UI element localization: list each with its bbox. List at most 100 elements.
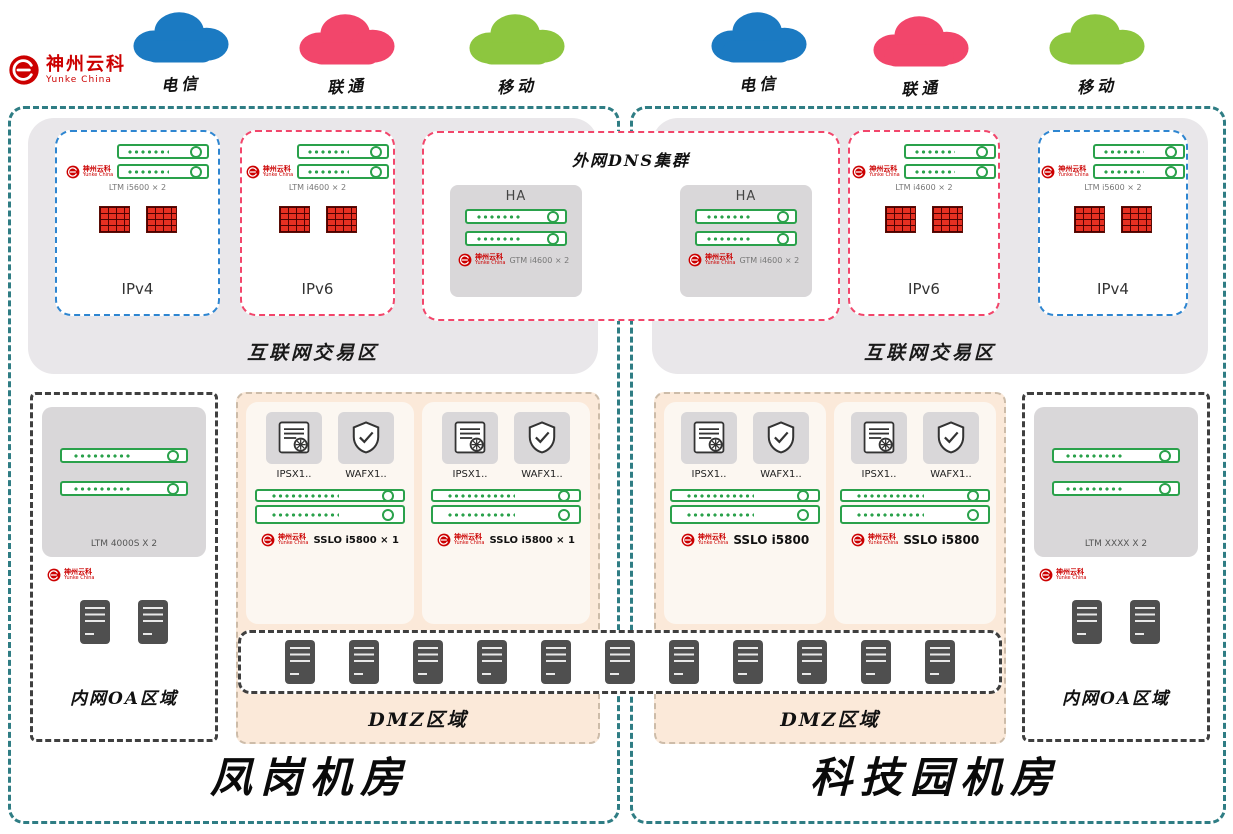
cloud-icon — [133, 12, 229, 63]
ha-label: HA — [735, 189, 757, 204]
yunke-logo-icon — [246, 165, 260, 179]
isp-cloud-mobile-left: 移动 — [456, 6, 578, 97]
server-icon — [541, 640, 571, 684]
ltm-appliance-icon — [903, 164, 996, 179]
server-icon — [925, 640, 955, 684]
ltm-appliance-icon — [1092, 144, 1185, 159]
ips-label: IPSX1.. — [861, 469, 897, 480]
ips-label: IPSX1.. — [452, 469, 488, 480]
oa-zone-label: 内网OA区域 — [70, 689, 178, 709]
yunke-logo-icon — [47, 568, 61, 582]
firewall-icon — [932, 206, 963, 233]
server-icon — [1072, 600, 1102, 644]
ltm-panel: LTM 4000S X 2 — [42, 407, 206, 557]
isp-cloud-telecom-right: 电信 — [698, 4, 820, 95]
protocol-label: IPv4 — [1097, 280, 1129, 298]
ips-icon — [442, 412, 498, 464]
cloud-icon — [1049, 14, 1145, 65]
yunke-logo-icon — [1041, 165, 1055, 179]
ltm-appliance-icon — [1052, 481, 1180, 496]
ips-icon — [681, 412, 737, 464]
gtm-appliance-icon — [695, 209, 797, 224]
sslo-model-label: SSLO i5800 — [733, 533, 810, 547]
yunke-logo-icon — [66, 165, 80, 179]
server-icon — [138, 600, 168, 644]
device-model-label: GTM i4600 × 2 — [739, 255, 800, 265]
dmz-zone-label: DMZ区域 — [780, 709, 880, 731]
server-icon — [477, 640, 507, 684]
server-icon — [1130, 600, 1160, 644]
isp-cloud-mobile-right: 移动 — [1036, 6, 1158, 97]
waf-icon — [753, 412, 809, 464]
isp-cloud-unicom-left: 联通 — [286, 6, 408, 97]
yunke-logo: 神州云科 Yunke China — [8, 54, 126, 86]
site-name-fenggang: 凤岗机房 — [209, 753, 410, 802]
firewall-icon — [98, 206, 130, 233]
oa-zone-label: 内网OA区域 — [1062, 689, 1170, 709]
server-icon — [797, 640, 827, 684]
yunke-logo-icon — [852, 165, 866, 179]
isp-cloud-unicom-right: 联通 — [860, 8, 982, 99]
server-icon — [669, 640, 699, 684]
ltm-appliance-icon — [60, 481, 188, 496]
dmz-zone-label: DMZ区域 — [368, 709, 468, 731]
protocol-label: IPv4 — [121, 280, 154, 298]
ips-icon — [851, 412, 907, 464]
sslo-model-label: SSLO i5800 × 1 — [489, 534, 575, 546]
protocol-label: IPv6 — [301, 280, 334, 298]
device-model-label: LTM i4600 × 2 — [288, 183, 347, 192]
server-icon — [861, 640, 891, 684]
server-icon — [285, 640, 315, 684]
yunke-logo-icon — [261, 533, 275, 547]
device-model-label: LTM i4600 × 2 — [895, 183, 953, 192]
ltm-appliance-icon — [903, 144, 996, 159]
cloud-icon — [299, 14, 395, 65]
server-pair — [1072, 600, 1160, 644]
waf-icon — [923, 412, 979, 464]
device-model-label: LTM 4000S X 2 — [90, 539, 158, 549]
cloud-label: 电信 — [738, 73, 780, 96]
firewall-icon — [278, 206, 310, 233]
firewall-row — [98, 206, 177, 233]
server-icon — [605, 640, 635, 684]
sslo-appliance-icon — [840, 505, 990, 524]
waf-icon — [338, 412, 394, 464]
gtm-appliance-icon — [695, 231, 797, 246]
device-model-label: LTM i5600 × 2 — [1084, 183, 1142, 192]
device-model-label: LTM i5600 × 2 — [108, 183, 167, 192]
cloud-label: 移动 — [496, 75, 538, 98]
firewall-icon — [1074, 206, 1105, 233]
cloud-label: 电信 — [160, 73, 202, 96]
gtm-appliance-icon — [465, 209, 567, 224]
sslo-appliance-icon — [670, 489, 820, 502]
yunke-logo-icon — [1039, 568, 1053, 582]
server-icon — [80, 600, 110, 644]
protocol-label: IPv6 — [908, 280, 940, 298]
waf-label: WAFX1.. — [345, 469, 387, 480]
ltm-appliance-icon — [1052, 448, 1180, 463]
server-icon — [349, 640, 379, 684]
firewall-row — [1074, 206, 1152, 233]
